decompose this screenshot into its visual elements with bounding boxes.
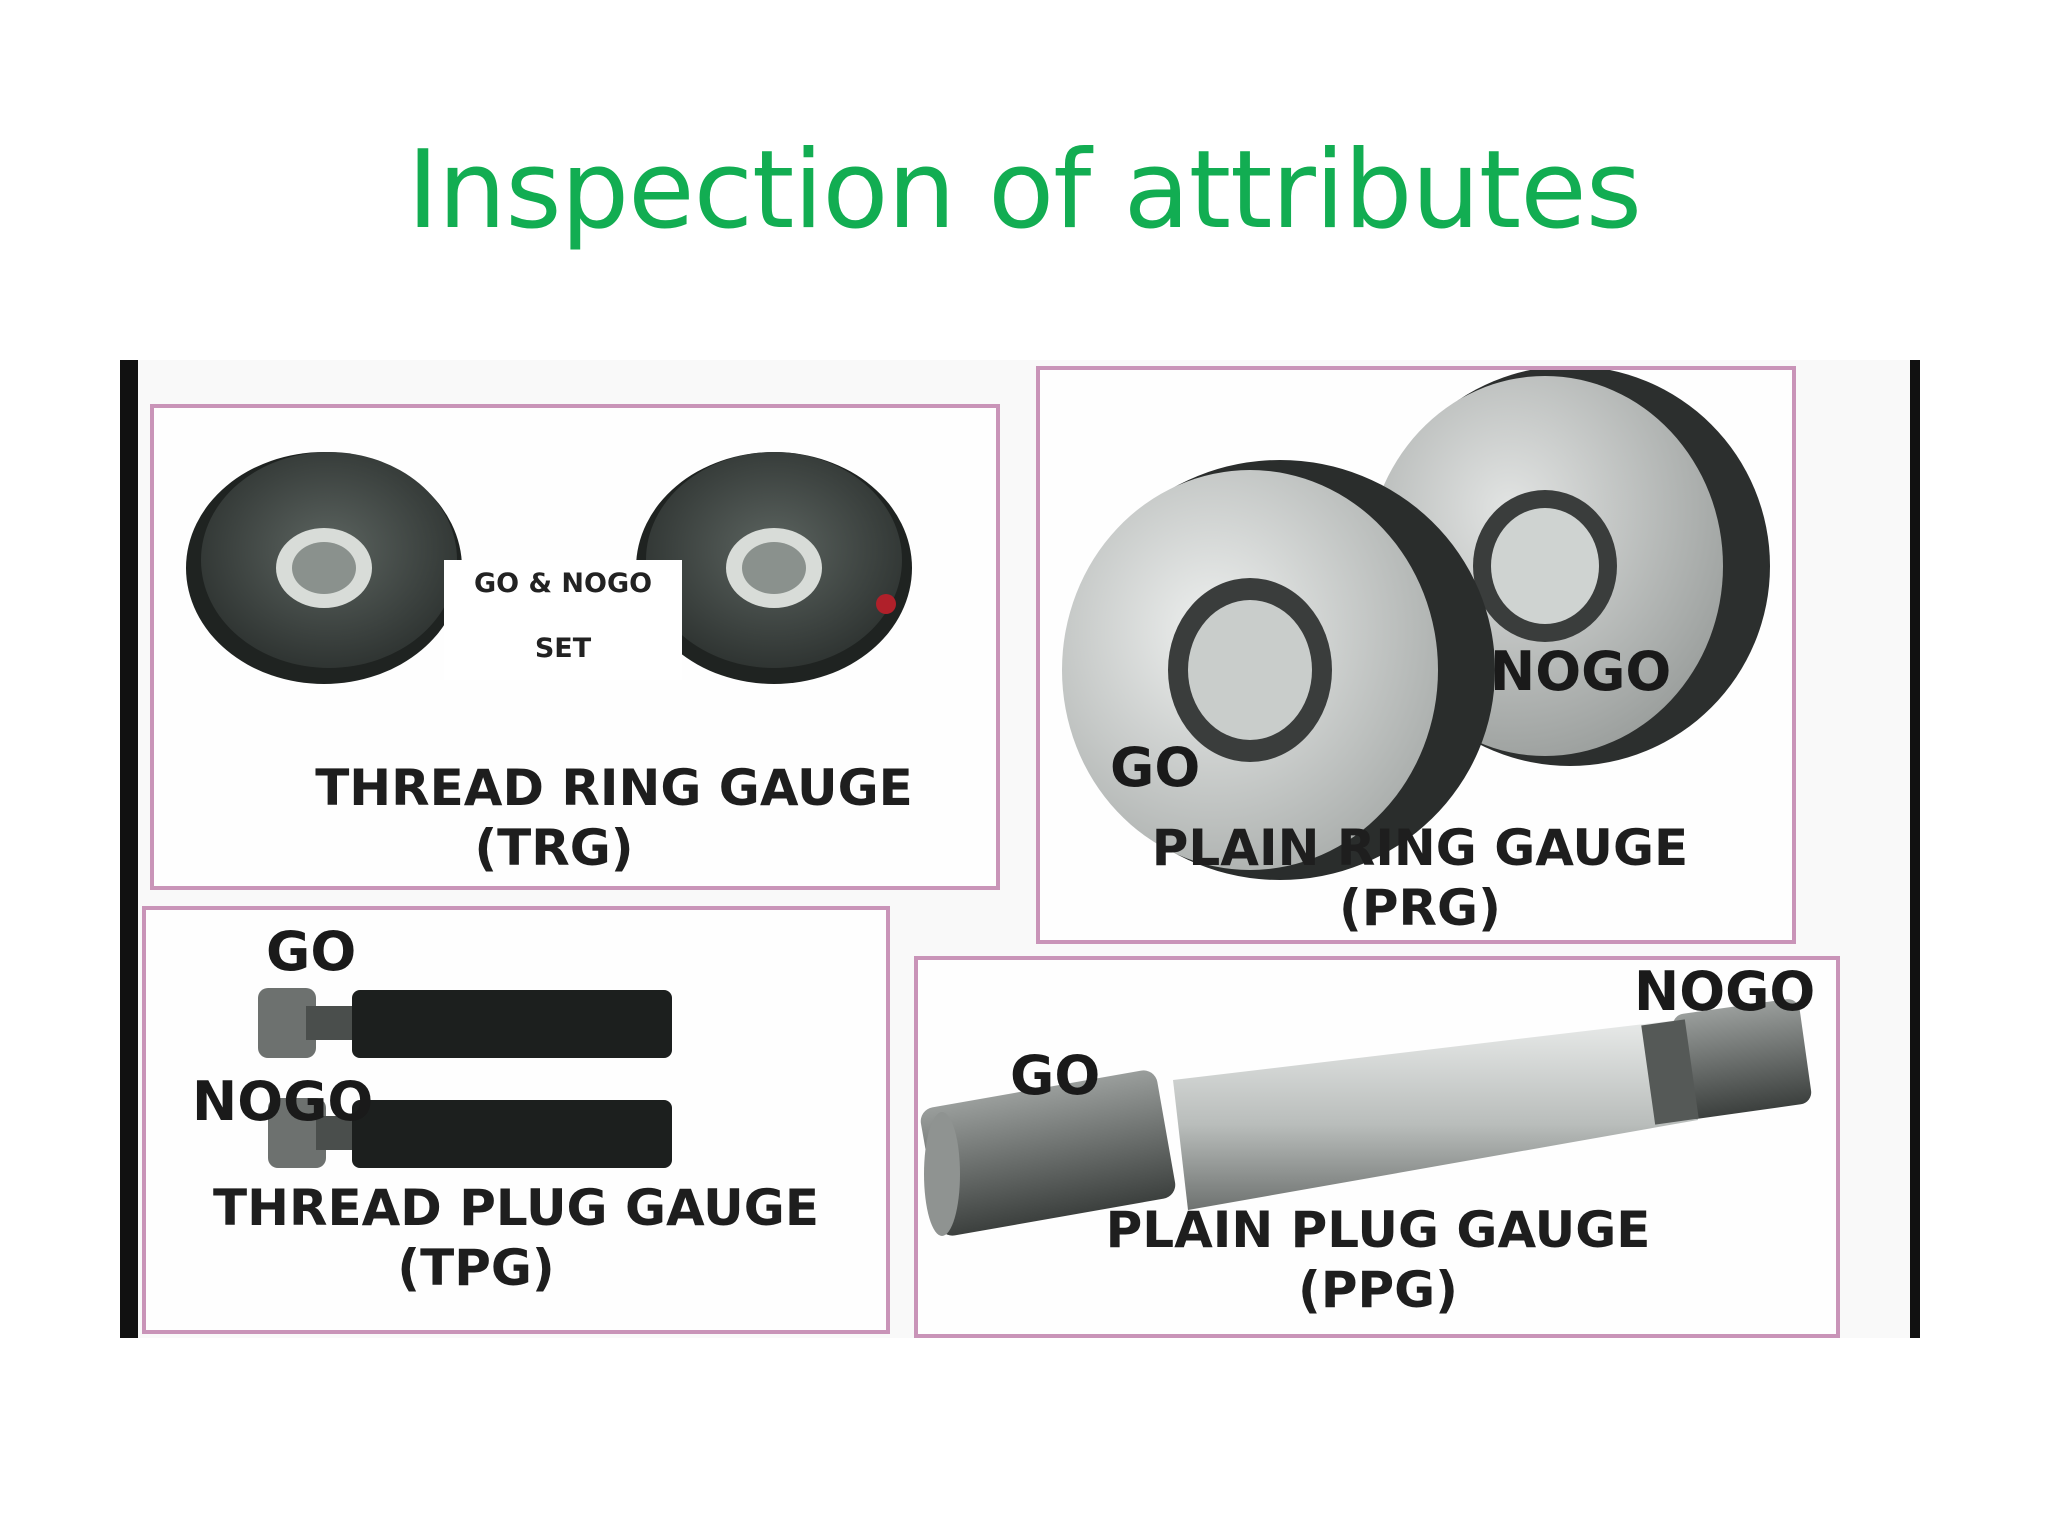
prg-caption-line1: PLAIN RING GAUGE xyxy=(1151,819,1689,877)
thread-ring-gauge-panel: GO & NOGO SET THREAD RING GAUGE (TRG) xyxy=(150,404,1000,890)
prg-nogo-label: NOGO xyxy=(1490,640,1672,703)
trg-caption-line2: (TRG) xyxy=(474,819,634,877)
ppg-caption-line2: (PPG) xyxy=(1297,1261,1459,1319)
thread-plug-gauge-panel: GO NOGO THREAD PLUG GAUGE (TPG) xyxy=(142,906,890,1334)
prg-caption-line2: (PRG) xyxy=(1339,879,1501,937)
trg-caption: THREAD RING GAUGE (TRG) xyxy=(254,758,974,878)
tpg-nogo-label: NOGO xyxy=(192,1070,374,1133)
tpg-caption-line2: (TPG) xyxy=(397,1239,555,1297)
thread-ring-gauge-image xyxy=(186,452,912,684)
go-nogo-set-label: GO & NOGO SET xyxy=(444,560,682,680)
ppg-caption-line1: PLAIN PLUG GAUGE xyxy=(1105,1201,1651,1259)
ppg-caption: PLAIN PLUG GAUGE (PPG) xyxy=(1038,1200,1718,1320)
ppg-nogo-label: NOGO xyxy=(1634,960,1816,1023)
set-label-line2: SET xyxy=(534,633,592,664)
tpg-caption-line1: THREAD PLUG GAUGE xyxy=(213,1179,819,1237)
plain-ring-gauge-panel: NOGO GO PLAIN RING GAUGE (PRG) xyxy=(1036,366,1796,944)
prg-go-label: GO xyxy=(1110,736,1201,799)
slide-title: Inspection of attributes xyxy=(407,128,1642,253)
plain-ring-gauge-image xyxy=(1062,370,1770,880)
trg-caption-line1: THREAD RING GAUGE xyxy=(315,759,913,817)
gauges-figure: GO & NOGO SET THREAD RING GAUGE (TRG) xyxy=(120,360,1920,1338)
thread-plug-gauge-image xyxy=(258,988,672,1168)
tpg-go-label: GO xyxy=(266,920,357,983)
prg-caption: PLAIN RING GAUGE (PRG) xyxy=(1060,818,1780,938)
tpg-caption: THREAD PLUG GAUGE (TPG) xyxy=(146,1178,886,1298)
plain-plug-gauge-panel: NOGO GO PLAIN PLUG GAUGE (PPG) xyxy=(914,956,1840,1338)
set-label-line1: GO & NOGO xyxy=(473,568,653,599)
ppg-go-label: GO xyxy=(1010,1044,1101,1107)
plain-plug-gauge-image xyxy=(920,999,1812,1236)
